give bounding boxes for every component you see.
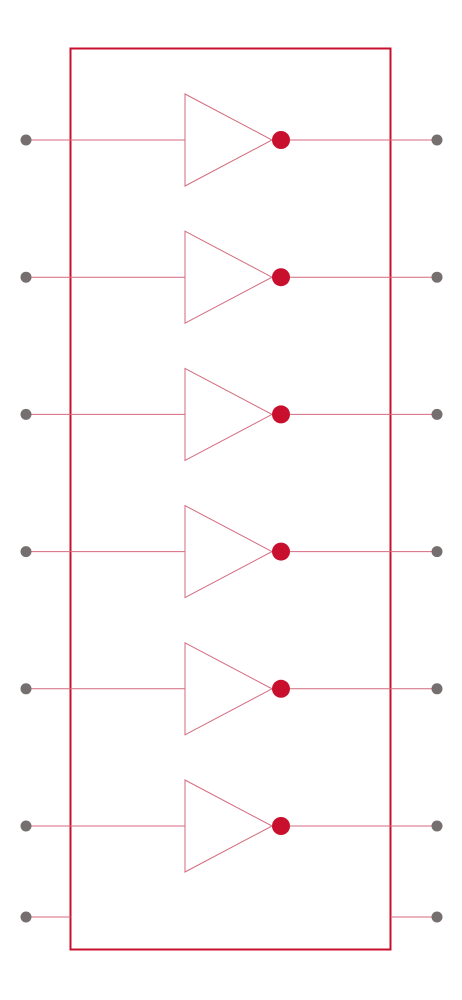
inverter-gate-5 [20,641,443,736]
pin-dot [20,911,32,923]
right-bottom-pin [390,911,443,923]
inverter-triangle [184,504,274,599]
inverter-gate-6 [20,779,443,873]
inversion-bubble [272,542,290,561]
left-bottom-pin [20,911,71,923]
output-pin [431,271,443,283]
inversion-bubble [272,131,290,149]
gate-group [20,93,443,873]
output-pin [431,408,443,420]
output-pin [431,683,443,695]
input-pin [20,134,32,146]
inverter-triangle [184,230,274,325]
inverter-gate-3 [20,367,443,462]
inverter-gate-1 [20,93,443,187]
inverter-gate-4 [20,504,443,599]
inverter-triangle [184,93,274,187]
input-pin [20,271,32,283]
input-pin [20,546,32,558]
input-pin [20,683,32,695]
pin-dot [431,911,443,923]
inversion-bubble [272,405,290,424]
inverter-triangle [184,779,274,873]
input-pin [20,408,32,420]
output-pin [431,546,443,558]
inversion-bubble [272,817,290,835]
inverter-triangle [184,641,274,736]
output-pin [431,134,443,146]
inversion-bubble [272,679,290,698]
inversion-bubble [272,268,290,287]
extra-pin-group [20,911,443,923]
inverter-gate-2 [20,230,443,325]
output-pin [431,820,443,832]
inverter-triangle [184,367,274,462]
input-pin [20,820,32,832]
ic-body-outline [69,47,392,951]
